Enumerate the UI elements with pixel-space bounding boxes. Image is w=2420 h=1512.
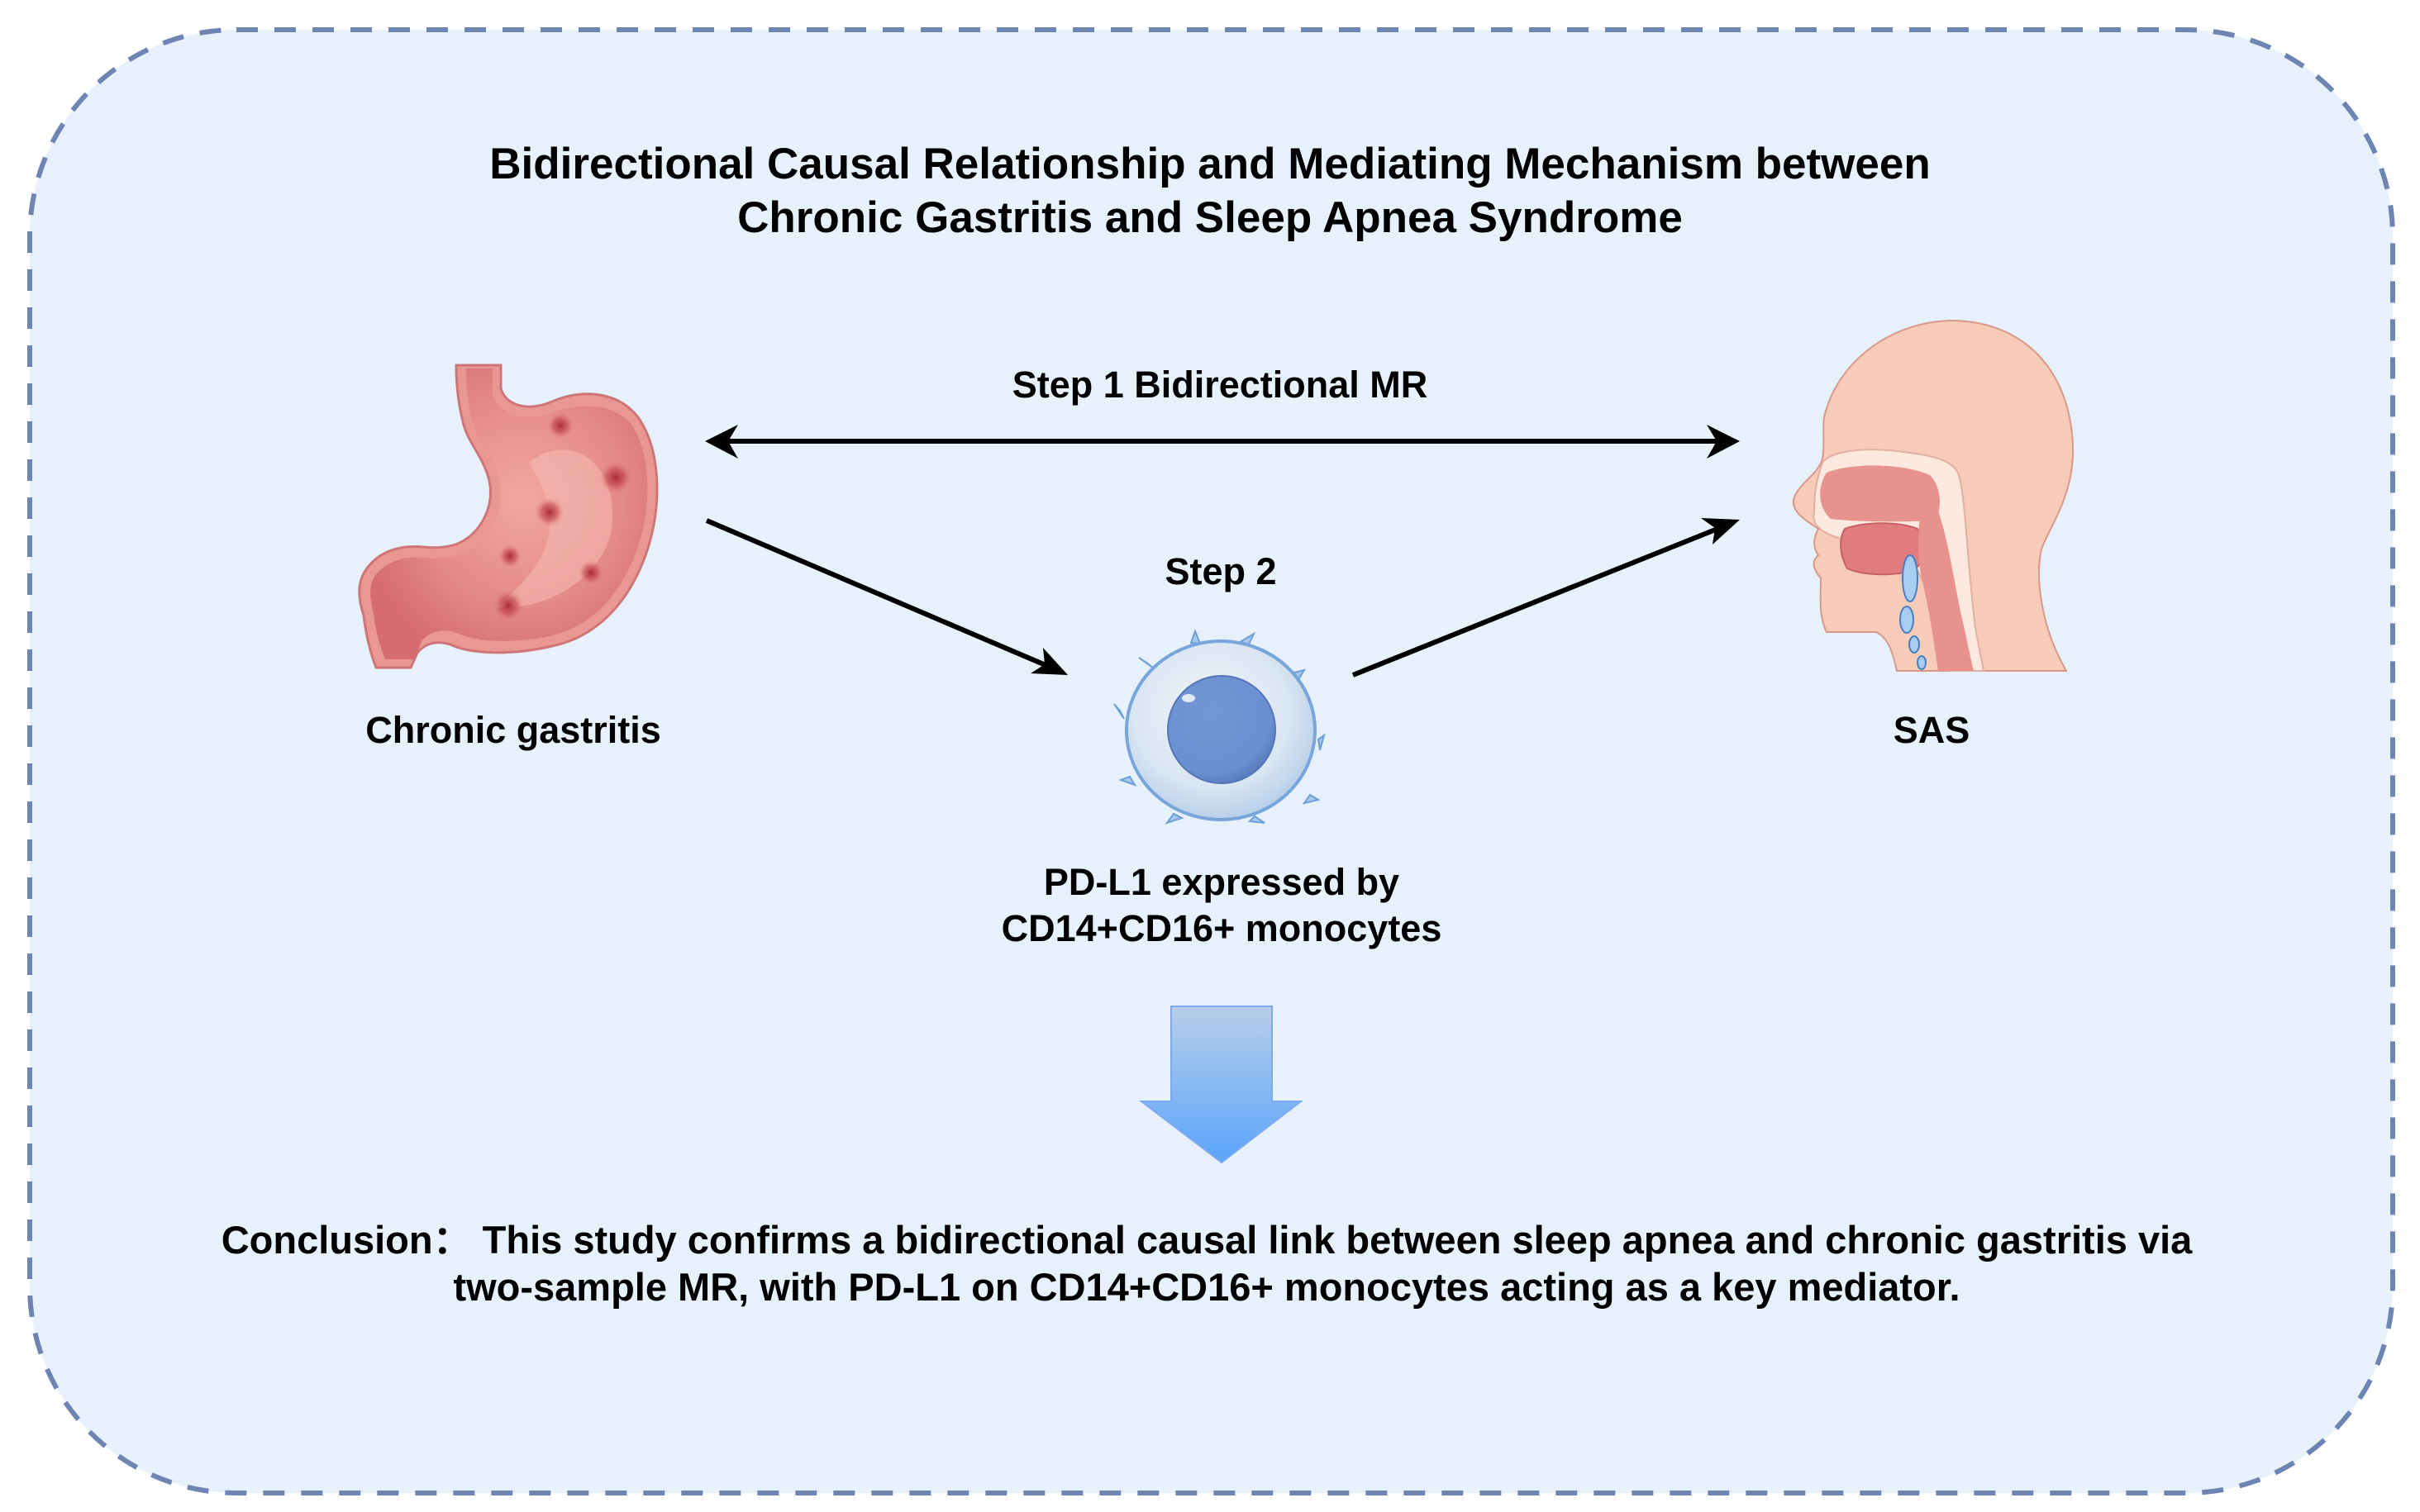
- monocyte-cell-icon: [1113, 629, 1326, 825]
- title-line-1: Bidirectional Causal Relationship and Me…: [489, 140, 1931, 188]
- mediator-label: PD-L1 expressed by CD14+CD16+ monocytes: [932, 859, 1511, 952]
- stomach-icon: [358, 364, 659, 669]
- exposure-label: Chronic gastritis: [365, 709, 661, 751]
- mediator-label-line-2: CD14+CD16+ monocytes: [1001, 907, 1442, 949]
- arrowhead-right: [1707, 425, 1740, 459]
- mediator-label-line-1: PD-L1 expressed by: [1043, 861, 1400, 903]
- arrow-gastritis-to-mediator: [705, 518, 1068, 675]
- conclusion-line-1: Conclusion： This study confirms a bidire…: [221, 1218, 2193, 1262]
- head-airway-icon: [1792, 319, 2075, 672]
- step2-label: Step 2: [1165, 550, 1277, 592]
- title-line-2: Chronic Gastritis and Sleep Apnea Syndro…: [737, 193, 1683, 242]
- step1-label: Step 1 Bidirectional MR: [1012, 364, 1428, 406]
- arrow-mediator-to-sas: [1351, 518, 1740, 678]
- outcome-label: SAS: [1893, 709, 1970, 751]
- conclusion-line-2: two-sample MR, with PD-L1 on CD14+CD16+ …: [453, 1265, 1960, 1309]
- conclusion-text: Conclusion： This study confirms a bidire…: [124, 1216, 2289, 1310]
- arrowhead-left: [705, 425, 738, 459]
- down-arrow-icon: [1139, 1006, 1303, 1164]
- bidirectional-arrow: [705, 425, 1740, 459]
- diagram-title: Bidirectional Causal Relationship and Me…: [0, 137, 2420, 245]
